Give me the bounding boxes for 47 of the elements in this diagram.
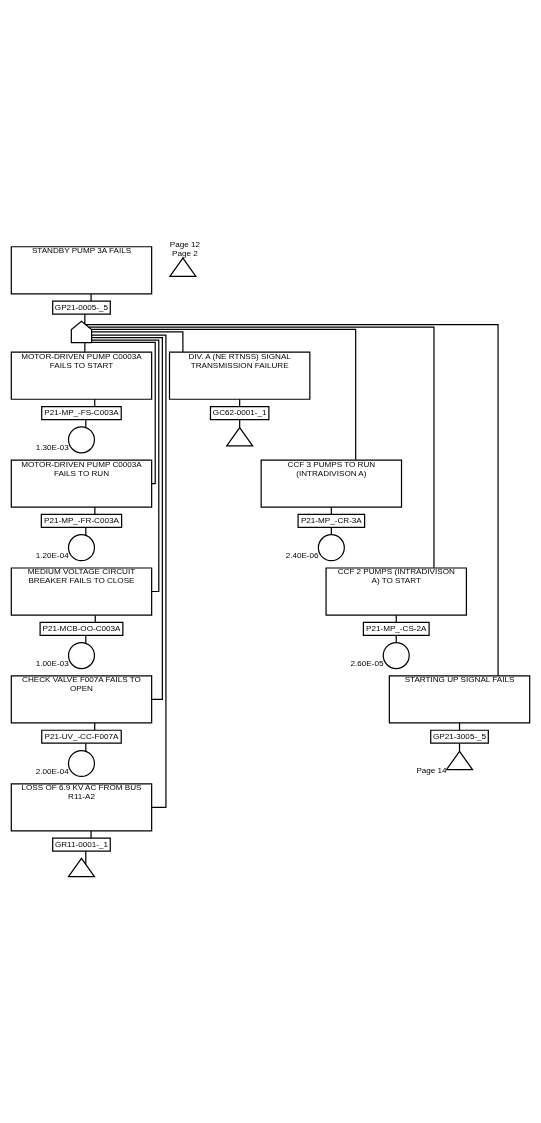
node-circle — [67, 426, 96, 454]
node-label: Page 12 — [169, 239, 201, 249]
node-box: CCF 3 PUMPS TO RUN (INTRADIVISON A) — [260, 459, 403, 508]
node-triangle — [445, 750, 474, 771]
node-circle — [382, 642, 410, 670]
node-box: MOTOR-DRIVEN PUMP C0003A FAILS TO START — [10, 351, 153, 400]
node-label: 2.60E-05 — [350, 659, 384, 669]
node-triangle — [67, 857, 96, 878]
node-box: MEDIUM VOLTAGE CIRCUIT BREAKER FAILS TO CLOSE — [10, 567, 153, 616]
node-label: 1.20E-04 — [35, 551, 69, 561]
node-box: STANDBY PUMP 3A FAILS — [10, 246, 153, 295]
connector — [94, 506, 96, 515]
node-label: 1.00E-03 — [35, 659, 69, 669]
node-gate — [70, 320, 93, 344]
node-box: GR11-0001-_1 — [52, 837, 111, 852]
node-circle — [67, 749, 96, 778]
node-triangle — [168, 257, 198, 277]
node-label: 2.40E-06 — [285, 551, 319, 561]
node-triangle — [225, 426, 254, 447]
node-label: Page 2 — [172, 248, 198, 258]
node-circle — [317, 534, 345, 562]
node-label: 2.00E-04 — [35, 767, 69, 777]
node-box: STARTING UP SIGNAL FAILS — [388, 675, 531, 724]
node-box: P21-MP_-CR-3A — [297, 513, 366, 529]
node-box: P21-MP_-FR-C003A — [40, 513, 123, 529]
node-box: MOTOR-DRIVEN PUMP C0003A FAILS TO RUN — [10, 459, 153, 508]
node-box: GP21-3005-_5 — [430, 729, 489, 744]
node-box: GC62-0001-_1 — [209, 405, 270, 421]
node-box: P21-UV_-CC-F007A — [41, 729, 122, 744]
connector — [91, 331, 184, 353]
node-label: 1.30E-03 — [35, 443, 69, 453]
node-box: P21-MCB-OO-C003A — [39, 621, 124, 636]
node-label: Page 14 — [416, 766, 447, 776]
node-box: CCF 2 PUMPS (INTRADIVISON A) TO START — [325, 567, 468, 616]
node-box: LOSS OF 6.9 KV AC FROM BUS R11-A2 — [10, 783, 153, 832]
connector — [84, 313, 86, 325]
node-box: DIV. A (NE RTNSS) SIGNAL TRANSMISSION FAILURE — [168, 351, 311, 400]
node-box: GP21-0005-_5 — [52, 300, 111, 315]
connector — [90, 830, 92, 839]
node-circle — [67, 534, 96, 562]
node-box: CHECK VALVE F007A FAILS TO OPEN — [10, 675, 153, 724]
node-box: P21-MP_-CS-2A — [362, 621, 430, 636]
connector — [84, 342, 86, 353]
connector — [90, 293, 92, 302]
node-box: P21-MP_-FS-C003A — [41, 405, 122, 421]
node-circle — [67, 642, 96, 670]
connector — [88, 326, 435, 569]
